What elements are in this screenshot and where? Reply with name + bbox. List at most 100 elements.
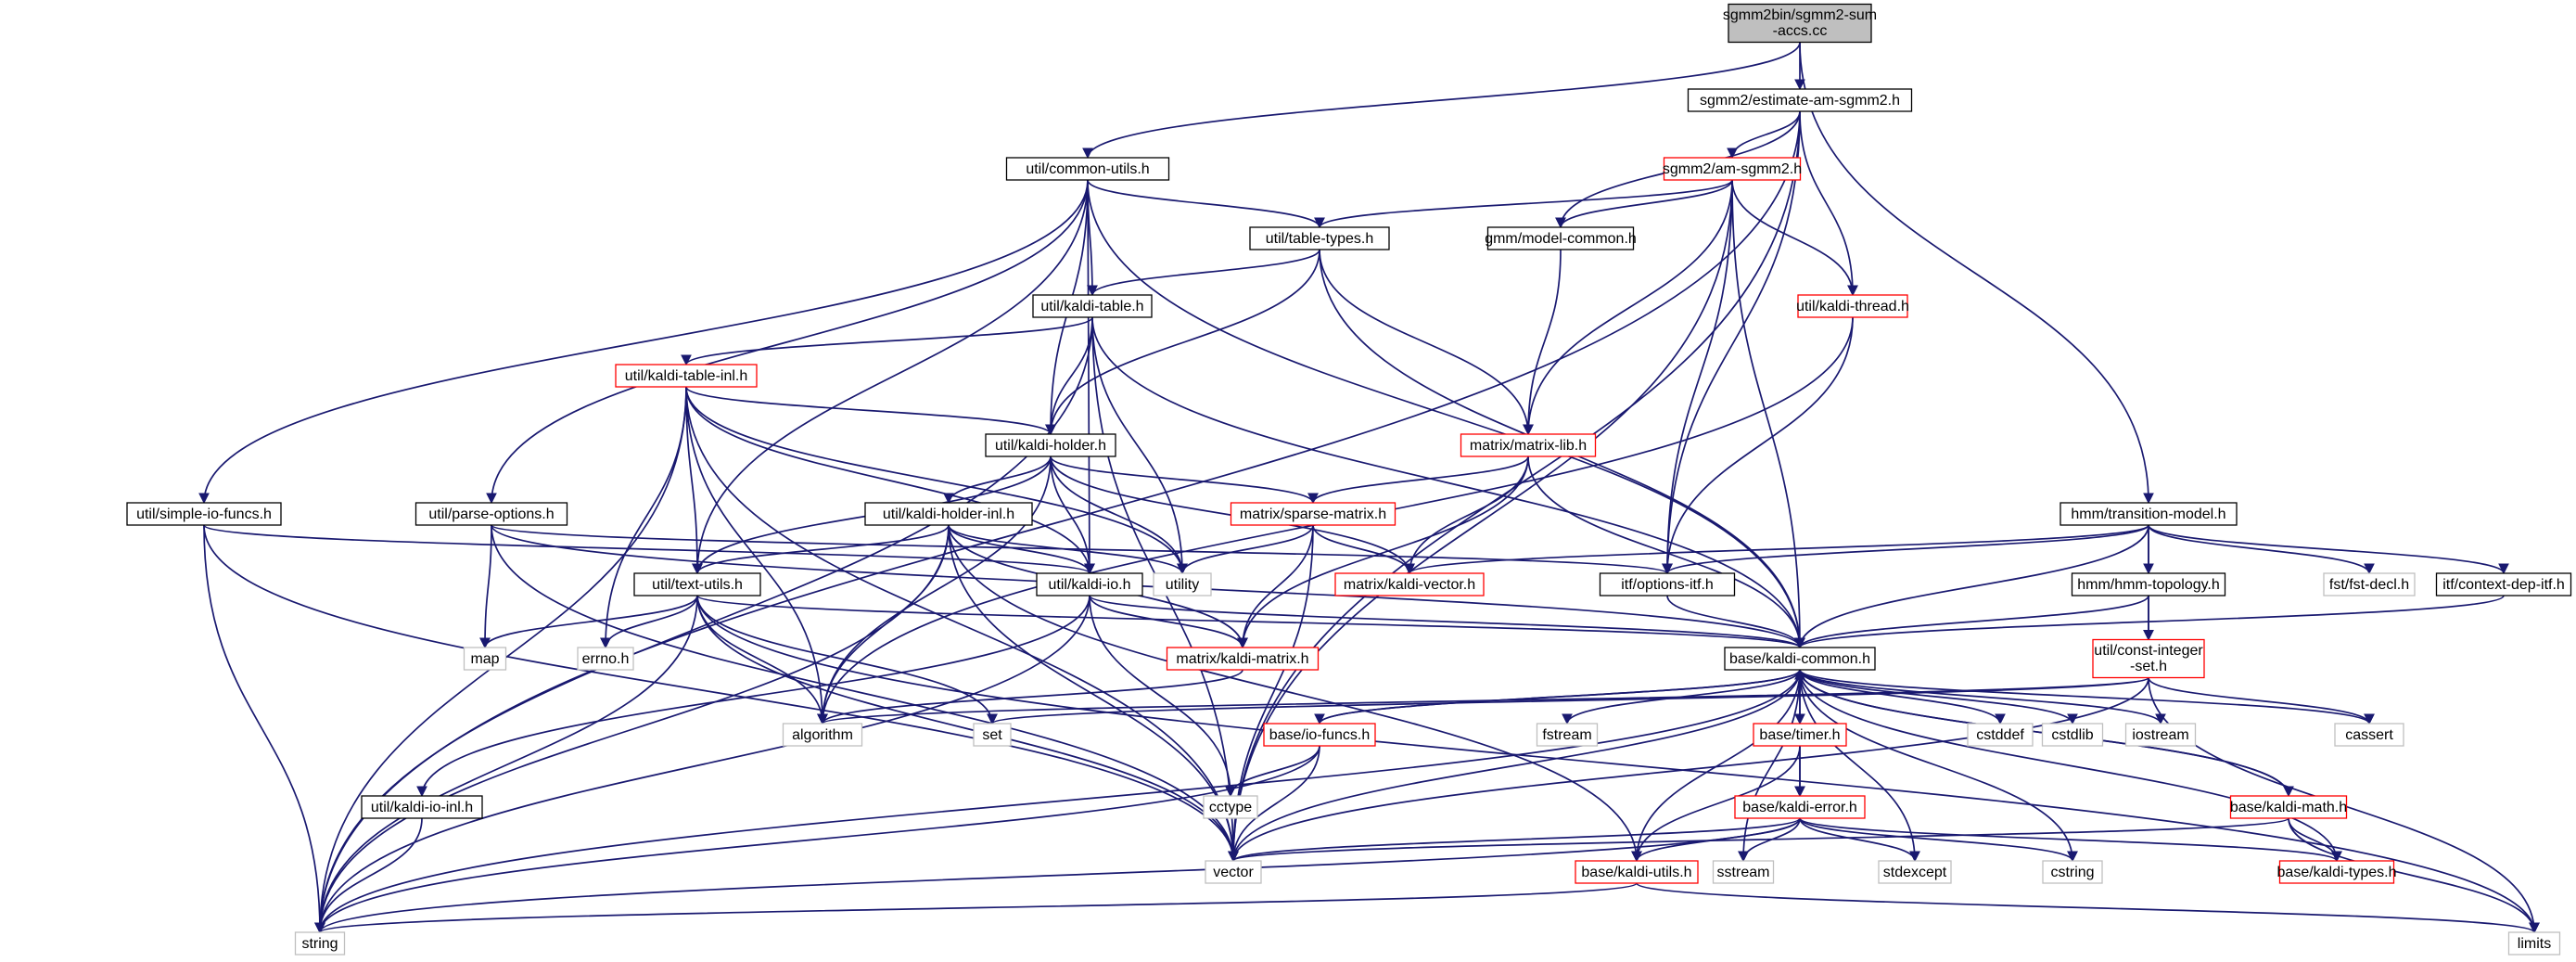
- node-label-amsgmm2: sgmm2/am-sgmm2.h: [1663, 161, 1802, 177]
- node-box-kio: [1036, 572, 1143, 596]
- node-ctxdep[interactable]: itf/context-dep-itf.h: [2435, 572, 2572, 596]
- node-kholderinl[interactable]: util/kaldi-holder-inl.h: [864, 502, 1033, 526]
- node-kmatrix[interactable]: matrix/kaldi-matrix.h: [1166, 647, 1320, 671]
- node-box-iofuncs: [1263, 723, 1376, 747]
- node-box-constint: [2092, 638, 2205, 679]
- node-label-cstdlib: cstdlib: [2051, 727, 2093, 743]
- edge-tabletypes-to-matrixlib: [1319, 249, 1534, 436]
- node-map: map: [463, 647, 507, 671]
- node-box-vector: [1205, 860, 1262, 884]
- edge-ktableinl-to-vector: [685, 386, 1239, 863]
- node-kerror[interactable]: base/kaldi-error.h: [1734, 795, 1866, 819]
- node-stdexcept: stdexcept: [1878, 860, 1952, 884]
- node-textutils[interactable]: util/text-utils.h: [633, 572, 761, 596]
- node-transition[interactable]: hmm/transition-model.h: [2060, 502, 2238, 526]
- edge-kholderinl-to-kutils: [948, 524, 1642, 863]
- edge-kerror-to-vector: [1228, 817, 1801, 863]
- node-parseopts[interactable]: util/parse-options.h: [414, 502, 568, 526]
- node-kholder[interactable]: util/kaldi-holder.h: [985, 433, 1116, 457]
- node-estimate[interactable]: sgmm2/estimate-am-sgmm2.h: [1687, 88, 1913, 112]
- node-kioinl[interactable]: util/kaldi-io-inl.h: [361, 795, 483, 819]
- edge-kthread-to-optionsitf: [1662, 316, 1854, 575]
- node-kcommon[interactable]: base/kaldi-common.h: [1724, 647, 1876, 671]
- node-iofuncs[interactable]: base/io-funcs.h: [1263, 723, 1376, 747]
- node-root[interactable]: sgmm2bin/sgmm2-sum-accs.cc: [1723, 3, 1877, 44]
- node-box-kthread: [1797, 294, 1908, 318]
- node-box-optionsitf: [1599, 572, 1736, 596]
- edge-ktable-to-kcommon: [1091, 316, 1805, 649]
- node-amsgmm2[interactable]: sgmm2/am-sgmm2.h: [1663, 157, 1802, 181]
- node-kutils[interactable]: base/kaldi-utils.h: [1575, 860, 1699, 884]
- edge-textutils-to-vector: [696, 595, 1239, 863]
- node-label-matrixlib: matrix/matrix-lib.h: [1470, 438, 1587, 454]
- node-optionsitf[interactable]: itf/options-itf.h: [1599, 572, 1736, 596]
- node-box-root: [1728, 3, 1872, 44]
- node-kvector[interactable]: matrix/kaldi-vector.h: [1334, 572, 1485, 596]
- node-kmath[interactable]: base/kaldi-math.h: [2229, 795, 2348, 819]
- edge-estimate-to-amsgmm2: [1727, 110, 1801, 160]
- node-limits: limits: [2507, 931, 2561, 956]
- node-matrixlib[interactable]: matrix/matrix-lib.h: [1460, 433, 1597, 457]
- edge-estimate-to-kthread: [1799, 110, 1858, 297]
- node-hmmtopo[interactable]: hmm/hmm-topology.h: [2071, 572, 2226, 596]
- node-ktableinl[interactable]: util/kaldi-table-inl.h: [615, 364, 758, 388]
- edge-kholder-to-utility: [1050, 455, 1188, 575]
- node-label-set: set: [982, 727, 1002, 743]
- node-commonutils[interactable]: util/common-utils.h: [1005, 157, 1170, 181]
- edge-kholderinl-to-utility: [948, 524, 1188, 575]
- node-algorithm: algorithm: [782, 723, 863, 747]
- edge-transition-to-ctxdep: [2148, 524, 2509, 575]
- edge-optionsitf-to-kcommon: [1666, 595, 1805, 649]
- edge-kcommon-to-ktypes: [1799, 669, 2342, 863]
- node-box-timer: [1753, 723, 1847, 747]
- edge-kholderinl-to-textutils: [692, 524, 950, 575]
- node-tabletypes[interactable]: util/table-types.h: [1249, 226, 1390, 250]
- node-label-modelcommon: gmm/model-common.h: [1485, 231, 1637, 247]
- node-sparse[interactable]: matrix/sparse-matrix.h: [1230, 502, 1396, 526]
- node-simpleio[interactable]: util/simple-io-funcs.h: [126, 502, 282, 526]
- node-box-kmatrix: [1166, 647, 1320, 671]
- edge-ktable-to-ktableinl: [681, 316, 1093, 366]
- node-box-simpleio: [126, 502, 282, 526]
- node-box-kholderinl: [864, 502, 1033, 526]
- node-label-kutils: base/kaldi-utils.h: [1581, 865, 1691, 880]
- node-label-sstream: sstream: [1717, 865, 1770, 880]
- node-timer[interactable]: base/timer.h: [1753, 723, 1847, 747]
- edge-transition-to-kvector: [1404, 524, 2149, 575]
- node-label-kholderinl: util/kaldi-holder-inl.h: [883, 507, 1014, 522]
- edge-kcommon-to-vector: [1228, 669, 1801, 863]
- node-vector: vector: [1205, 860, 1262, 884]
- node-label-constint: -set.h: [2130, 659, 2167, 674]
- node-kio[interactable]: util/kaldi-io.h: [1036, 572, 1143, 596]
- edge-hmmtopo-to-kcommon: [1794, 595, 2149, 649]
- edge-tabletypes-to-ktable: [1087, 249, 1320, 297]
- edge-kmath-to-limits: [2288, 817, 2540, 934]
- edge-amsgmm2-to-modelcommon: [1555, 179, 1733, 229]
- node-box-ktypes: [2278, 860, 2395, 884]
- edge-kholder-to-kio: [1050, 455, 1095, 575]
- edge-kholder-to-kvector: [1050, 455, 1415, 575]
- edge-kcommon-to-string: [314, 669, 1801, 934]
- node-label-ktableinl: util/kaldi-table-inl.h: [625, 368, 748, 384]
- node-modelcommon[interactable]: gmm/model-common.h: [1485, 226, 1637, 250]
- node-constint[interactable]: util/const-integer-set.h: [2092, 638, 2205, 679]
- node-label-hmmtopo: hmm/hmm-topology.h: [2077, 577, 2220, 593]
- node-label-ktable: util/kaldi-table.h: [1040, 299, 1143, 314]
- node-label-cassert: cassert: [2345, 727, 2393, 743]
- node-ktable[interactable]: util/kaldi-table.h: [1032, 294, 1153, 318]
- node-label-parseopts: util/parse-options.h: [428, 507, 554, 522]
- node-ktypes[interactable]: base/kaldi-types.h: [2277, 860, 2397, 884]
- node-errno: errno.h: [577, 647, 634, 671]
- node-kthread[interactable]: util/kaldi-thread.h: [1796, 294, 1909, 318]
- node-label-kmath: base/kaldi-math.h: [2230, 800, 2347, 815]
- node-box-kioinl: [361, 795, 483, 819]
- node-label-timer: base/timer.h: [1759, 727, 1840, 743]
- edge-modelcommon-to-matrixlib: [1523, 249, 1562, 436]
- node-label-root: sgmm2bin/sgmm2-sum: [1723, 7, 1877, 23]
- node-box-errno: [577, 647, 634, 671]
- node-box-kutils: [1575, 860, 1699, 884]
- edge-ktableinl-to-textutils: [685, 386, 703, 575]
- edge-kioinl-to-string: [314, 817, 423, 934]
- node-label-commonutils: util/common-utils.h: [1026, 161, 1149, 177]
